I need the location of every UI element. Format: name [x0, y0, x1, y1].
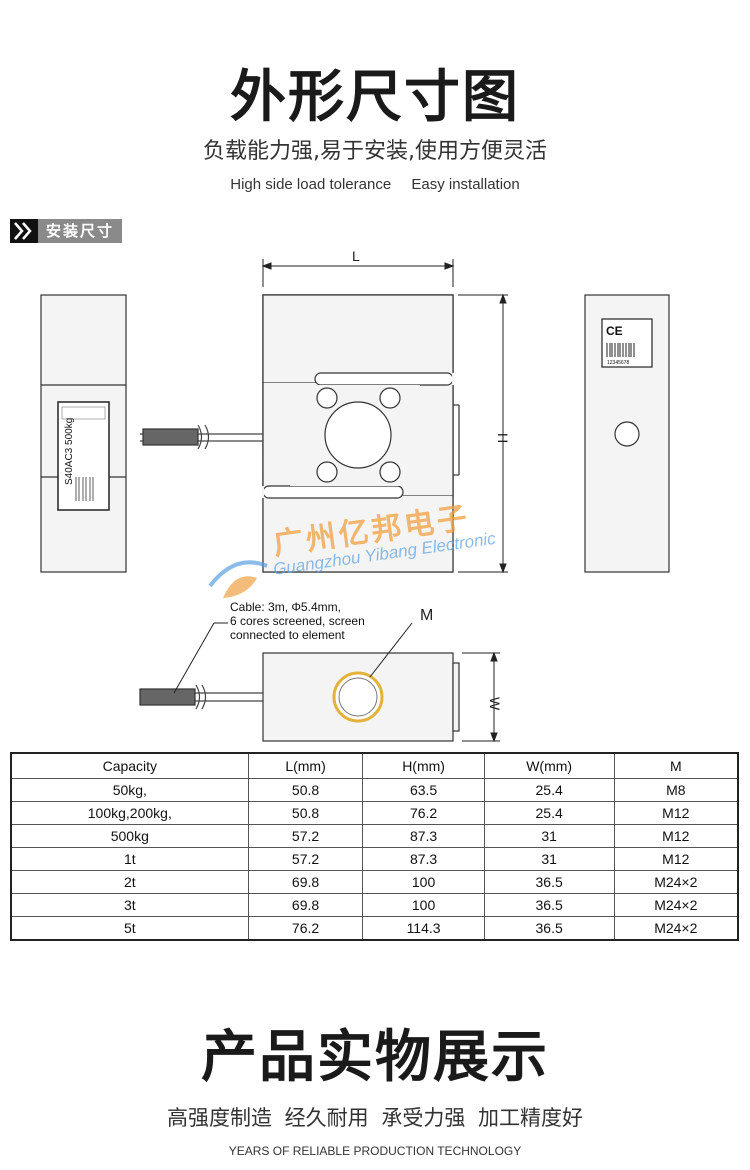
barcode-number: 12345678 — [607, 360, 629, 366]
footer-feature-1: 高强度制造 — [166, 1106, 272, 1130]
cell: 50.8 — [247, 801, 364, 825]
footer-feature-4: 加工精度好 — [478, 1106, 584, 1130]
footer-tagline: YEARS OF RELIABLE PRODUCTION TECHNOLOGY — [228, 1144, 522, 1158]
table-header-row: Capacity L(mm) H(mm) W(mm) M — [10, 752, 739, 779]
cell: M12 — [613, 824, 739, 848]
cell: 31 — [483, 824, 615, 848]
cell: 50.8 — [247, 778, 364, 802]
header-m: M — [613, 752, 739, 779]
cable-note-line-1: Cable: 3m, Φ5.4mm, — [230, 600, 341, 614]
cell: 25.4 — [483, 801, 615, 825]
cell: 1t — [10, 847, 249, 871]
cell: 31 — [483, 847, 615, 871]
table-row: 1t 57.2 87.3 31 M12 — [10, 847, 739, 871]
company-logo-icon — [208, 560, 268, 598]
cell: 76.2 — [362, 801, 485, 825]
feature-1: High side load tolerance — [230, 176, 392, 193]
label-m: M — [420, 607, 433, 624]
label-l: L — [352, 248, 360, 264]
cell: 36.5 — [483, 916, 615, 941]
cell: 100 — [362, 893, 485, 917]
cell: 100kg,200kg, — [10, 801, 249, 825]
page-subtitle: 负载能力强,易于安装,使用方便灵活 — [203, 139, 547, 164]
cell: 25.4 — [483, 778, 615, 802]
cell: 100 — [362, 870, 485, 894]
feature-list: High side load tolerance Easy installati… — [0, 176, 750, 193]
footer-subtitle: 高强度制造 经久耐用 承受力强 加工精度好 — [0, 1102, 750, 1132]
top-view — [139, 652, 460, 742]
header-capacity: Capacity — [10, 752, 249, 779]
table-row: 2t 69.8 100 36.5 M24×2 — [10, 870, 739, 894]
cable-note-line-2: 6 cores screened, screen — [230, 614, 365, 628]
cell: 57.2 — [247, 824, 364, 848]
cell: M8 — [613, 778, 739, 802]
cell: 3t — [10, 893, 249, 917]
footer-feature-2: 经久耐用 — [284, 1106, 369, 1130]
front-view — [262, 294, 460, 573]
cell: 69.8 — [247, 870, 364, 894]
cable-note-line-3: connected to element — [230, 628, 345, 642]
footer-feature-3: 承受力强 — [381, 1106, 466, 1130]
cell: 87.3 — [362, 847, 485, 871]
cell: M12 — [613, 847, 739, 871]
cell: 76.2 — [247, 916, 364, 941]
header-l: L(mm) — [247, 752, 364, 779]
cell: 500kg — [10, 824, 249, 848]
cell: 114.3 — [362, 916, 485, 941]
header-w: W(mm) — [483, 752, 615, 779]
cable-top — [140, 424, 263, 450]
cell: M24×2 — [613, 870, 739, 894]
cell: M24×2 — [613, 916, 739, 941]
dimension-lines — [173, 259, 508, 743]
label-w: W — [487, 697, 503, 711]
dimension-drawing: L H W M S40AC3 500kg CE 12345678 — [40, 248, 670, 743]
cell: M12 — [613, 801, 739, 825]
page-title: 外形尺寸图 — [230, 65, 520, 130]
cell: M24×2 — [613, 893, 739, 917]
label-h: H — [495, 433, 511, 443]
cell: 36.5 — [483, 870, 615, 894]
cell: 2t — [10, 870, 249, 894]
cell: 5t — [10, 916, 249, 941]
section-tag: 安装尺寸 — [10, 219, 123, 243]
header-h: H(mm) — [362, 752, 485, 779]
double-chevron-icon — [10, 219, 38, 243]
left-side-view — [40, 294, 127, 573]
feature-2: Easy installation — [411, 176, 520, 193]
spec-table: Capacity L(mm) H(mm) W(mm) M 50kg, 50.8 … — [10, 752, 739, 941]
table-row: 500kg 57.2 87.3 31 M12 — [10, 824, 739, 848]
cell: 87.3 — [362, 824, 485, 848]
cable-note: Cable: 3m, Φ5.4mm, 6 cores screened, scr… — [230, 600, 365, 642]
table-row: 3t 69.8 100 36.5 M24×2 — [10, 893, 739, 917]
side-model-label: S40AC3 500kg — [64, 418, 75, 485]
cell: 63.5 — [362, 778, 485, 802]
cell: 50kg, — [10, 778, 249, 802]
cell: 69.8 — [247, 893, 364, 917]
table-row: 100kg,200kg, 50.8 76.2 25.4 M12 — [10, 801, 739, 825]
table-row: 50kg, 50.8 63.5 25.4 M8 — [10, 778, 739, 802]
cell: 36.5 — [483, 893, 615, 917]
ce-mark: CE — [606, 324, 623, 338]
table-row: 5t 76.2 114.3 36.5 M24×2 — [10, 916, 739, 941]
section-tag-label: 安装尺寸 — [38, 219, 123, 243]
right-side-view — [584, 294, 670, 573]
section-title-product-display: 产品实物展示 — [201, 1025, 549, 1090]
cell: 57.2 — [247, 847, 364, 871]
